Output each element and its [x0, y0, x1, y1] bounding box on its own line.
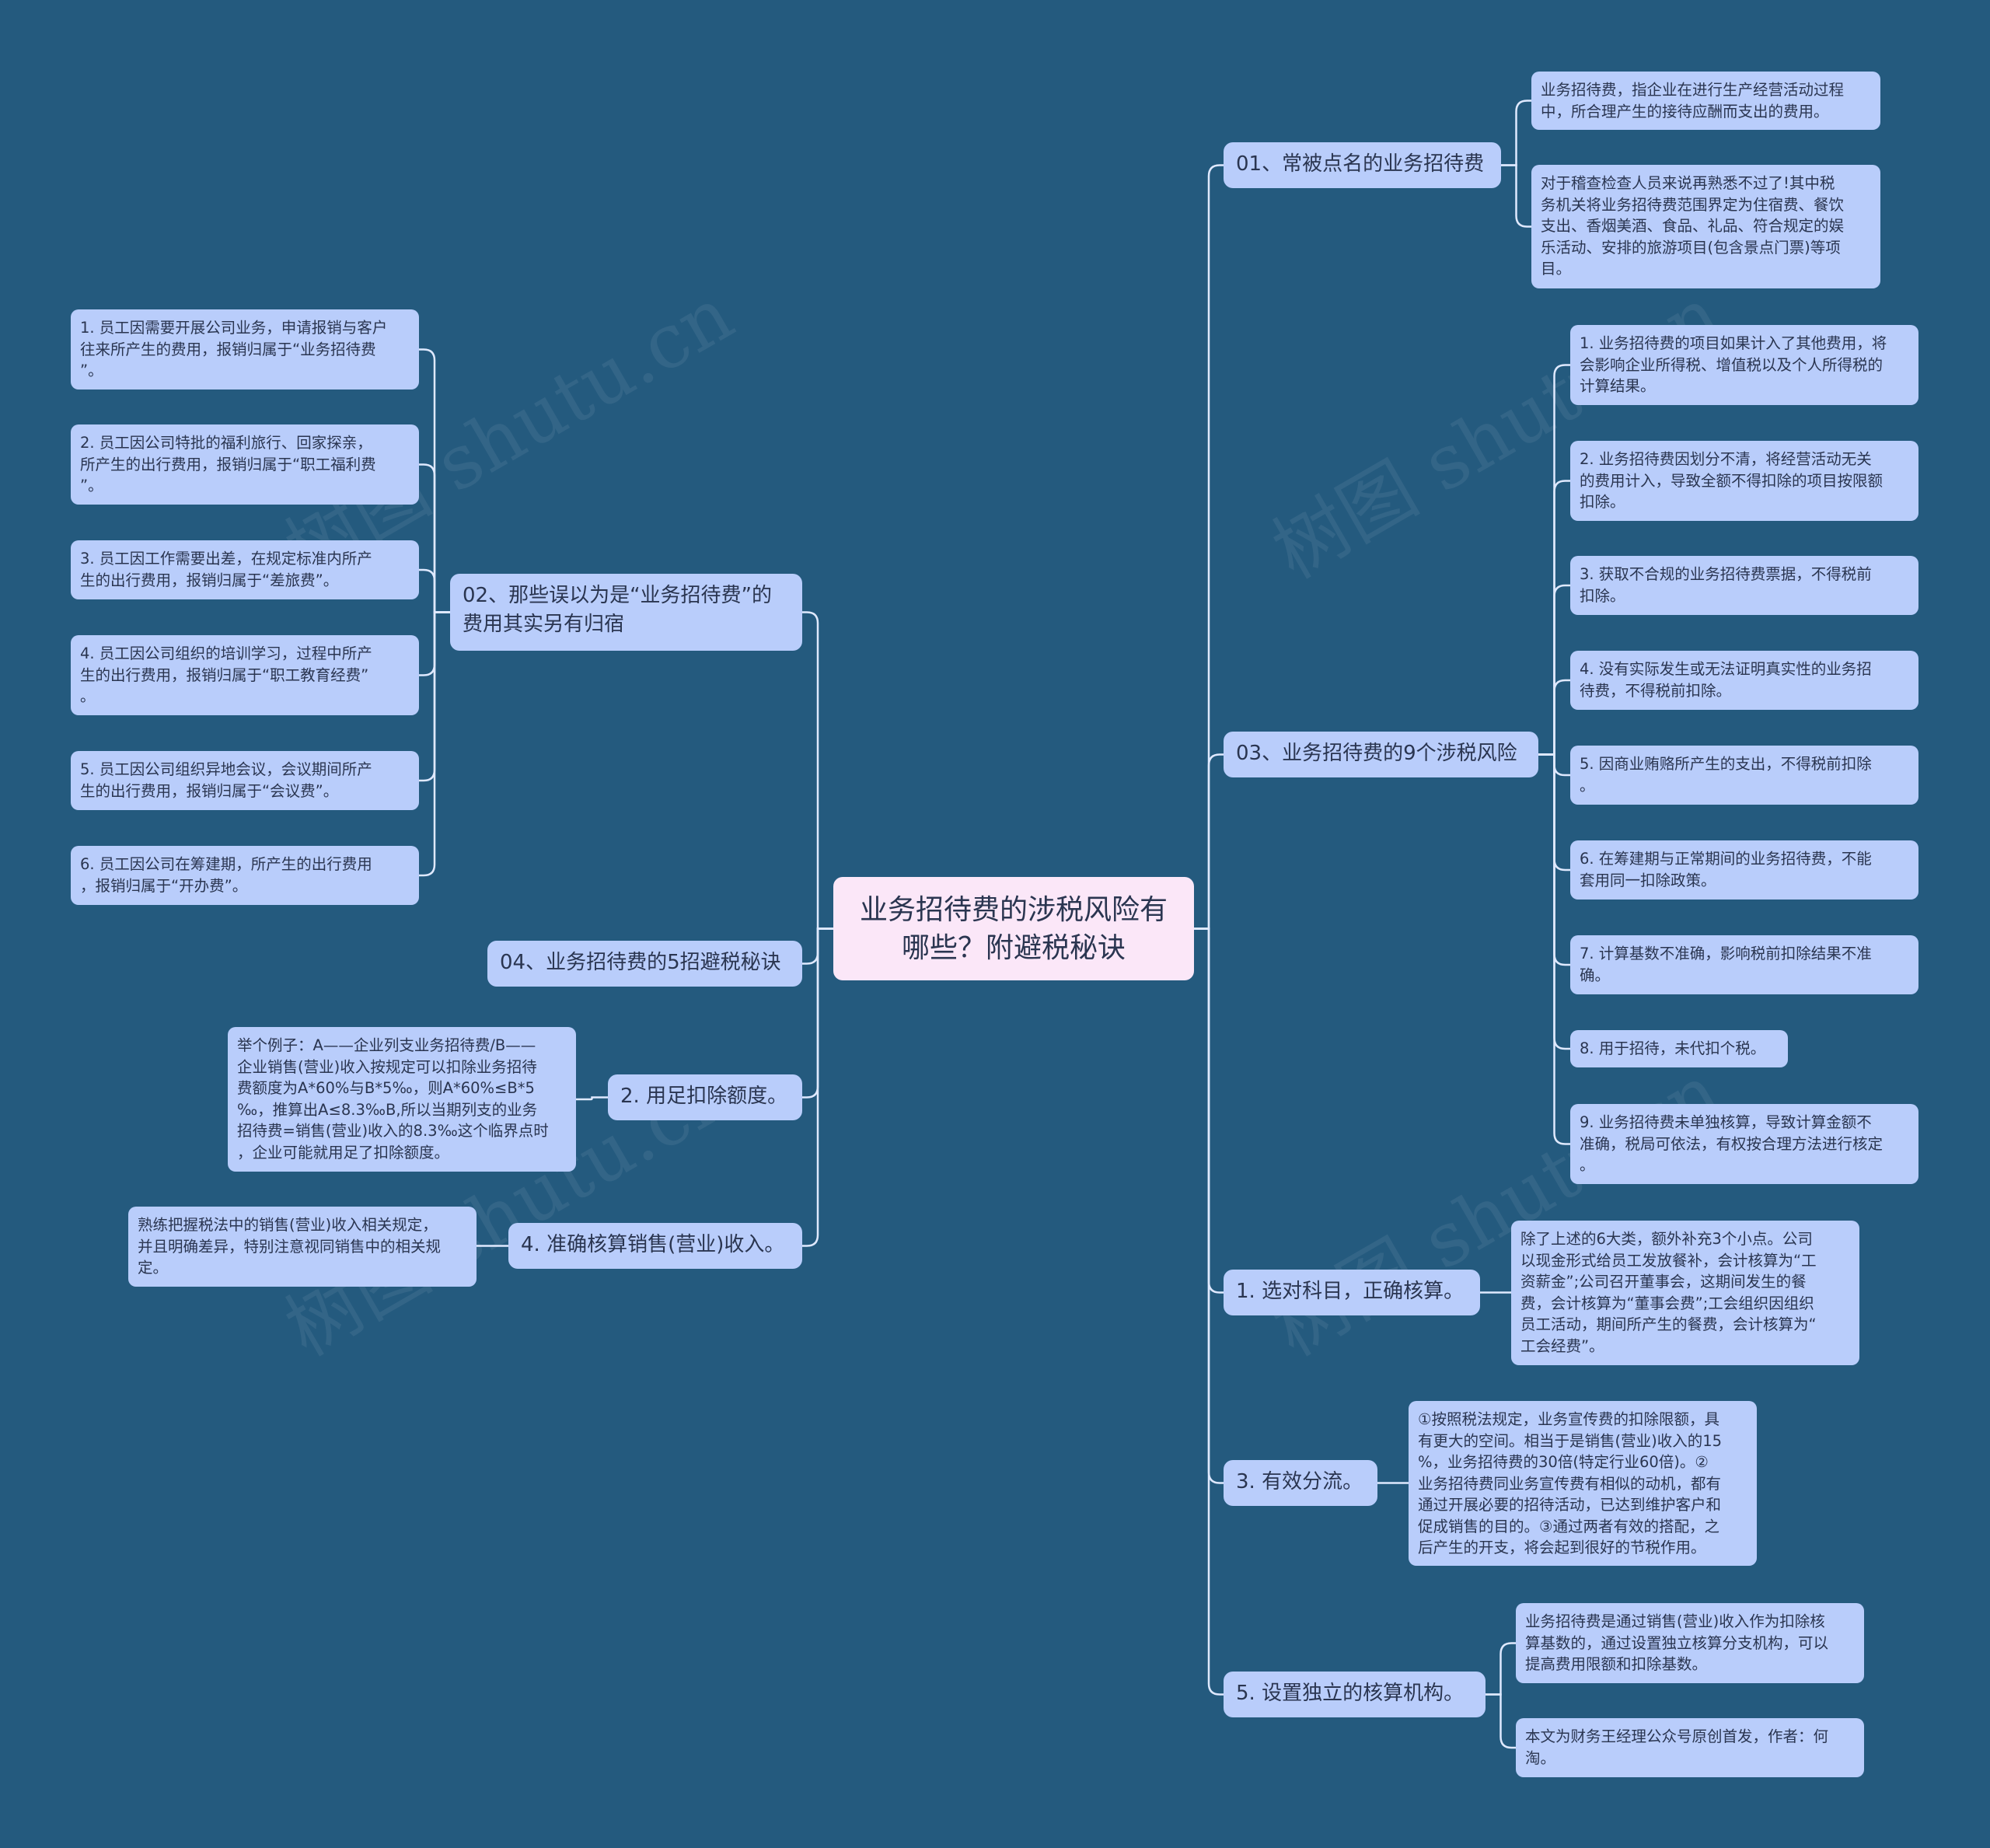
leaf-l2-1[interactable]: 举个例子：A——企业列支业务招待费/B—— 企业销售(营业)收入按规定可以扣除业…: [228, 1027, 576, 1172]
connector-b03-leaf: [1538, 679, 1570, 756]
leaf-r1-1[interactable]: 除了上述的6大类，额外补充3个小点。公司 以现金形式给员工发放餐补，会计核算为“…: [1511, 1221, 1859, 1365]
connector-b03-leaf: [1538, 753, 1570, 1145]
connector-b02-leaf: [419, 348, 450, 613]
connector-root-b4: [802, 927, 833, 1247]
connector-b03-leaf: [1538, 584, 1570, 756]
branch-02[interactable]: 02、那些误以为是“业务招待费”的 费用其实另有归宿: [450, 574, 802, 651]
branch-l4[interactable]: 4. 准确核算销售(营业)收入。: [508, 1223, 802, 1269]
leaf-03-5[interactable]: 5. 因商业贿赂所产生的支出，不得税前扣除 。: [1570, 746, 1918, 805]
branch-01[interactable]: 01、常被点名的业务招待费: [1224, 142, 1501, 188]
leaf-02-3[interactable]: 3. 员工因工作需要出差，在规定标准内所产 生的出行费用，报销归属于“差旅费”。: [71, 540, 419, 599]
branch-04[interactable]: 04、业务招待费的5招避税秘诀: [487, 941, 802, 987]
connector-b01-leaf: [1501, 164, 1531, 228]
connector-root-b01: [1194, 164, 1224, 930]
connector-b02-leaf: [419, 568, 450, 613]
connector-b03-leaf: [1538, 480, 1570, 756]
connector-root-b02: [802, 611, 833, 930]
connector-b2-leaf: [576, 1096, 608, 1101]
leaf-r3-1[interactable]: ①按照税法规定，业务宣传费的扣除限额，具 有更大的空间。相当于是销售(营业)收入…: [1409, 1401, 1757, 1566]
leaf-03-6[interactable]: 6. 在筹建期与正常期间的业务招待费，不能 套用同一扣除政策。: [1570, 840, 1918, 900]
leaf-03-2[interactable]: 2. 业务招待费因划分不清，将经营活动无关 的费用计入，导致全额不得扣除的项目按…: [1570, 441, 1918, 521]
connector-b03-leaf: [1538, 364, 1570, 756]
connector-b02-leaf: [419, 463, 450, 613]
leaf-02-4[interactable]: 4. 员工因公司组织的培训学习，过程中所产 生的出行费用，报销归属于“职工教育经…: [71, 635, 419, 715]
connector-b01-leaf: [1501, 100, 1531, 166]
leaf-l4-1[interactable]: 熟练把握税法中的销售(营业)收入相关规定， 并且明确差异，特别注意视同销售中的相…: [128, 1207, 477, 1287]
branch-r1[interactable]: 1. 选对科目，正确核算。: [1224, 1270, 1480, 1315]
branch-r3[interactable]: 3. 有效分流。: [1224, 1460, 1377, 1506]
leaf-r5-1[interactable]: 业务招待费是通过销售(营业)收入作为扣除核 算基数的，通过设置独立核算分支机构，…: [1516, 1603, 1864, 1683]
leaf-03-7[interactable]: 7. 计算基数不准确，影响税前扣除结果不准 确。: [1570, 935, 1918, 994]
branch-r5[interactable]: 5. 设置独立的核算机构。: [1224, 1672, 1486, 1717]
leaf-02-5[interactable]: 5. 员工因公司组织异地会议，会议期间所产 生的出行费用，报销归属于“会议费”。: [71, 751, 419, 810]
leaf-01-1[interactable]: 业务招待费，指企业在进行生产经营活动过程 中，所合理产生的接待应酬而支出的费用。: [1531, 72, 1880, 130]
branch-l2[interactable]: 2. 用足扣除额度。: [608, 1074, 802, 1120]
leaf-02-6[interactable]: 6. 员工因公司在筹建期，所产生的出行费用 ，报销归属于“开办费”。: [71, 846, 419, 905]
connector-b5-leaf: [1486, 1642, 1516, 1696]
connector-b5-leaf: [1486, 1693, 1516, 1749]
leaf-02-1[interactable]: 1. 员工因需要开展公司业务，申请报销与客户 往来所产生的费用，报销归属于“业务…: [71, 309, 419, 390]
branch-03[interactable]: 03、业务招待费的9个涉税风险: [1224, 732, 1538, 777]
leaf-03-8[interactable]: 8. 用于招待，未代扣个税。: [1570, 1030, 1788, 1067]
leaf-r5-2[interactable]: 本文为财务王经理公众号原创首发，作者：何 淘。: [1516, 1718, 1864, 1777]
connector-root-b03: [1194, 753, 1224, 930]
connector-root-b5: [1194, 927, 1224, 1696]
leaf-02-2[interactable]: 2. 员工因公司特批的福利旅行、回家探亲， 所产生的出行费用，报销归属于“职工福…: [71, 424, 419, 505]
connector-b02-leaf: [419, 611, 450, 877]
leaf-03-4[interactable]: 4. 没有实际发生或无法证明真实性的业务招 待费，不得税前扣除。: [1570, 651, 1918, 710]
leaf-01-2[interactable]: 对于稽查检查人员来说再熟悉不过了!其中税 务机关将业务招待费范围界定为住宿费、餐…: [1531, 165, 1880, 288]
leaf-03-3[interactable]: 3. 获取不合规的业务招待费票据，不得税前 扣除。: [1570, 556, 1918, 615]
leaf-03-9[interactable]: 9. 业务招待费未单独核算，导致计算金额不 准确，税局可依法，有权按合理方法进行…: [1570, 1104, 1918, 1184]
leaf-03-1[interactable]: 1. 业务招待费的项目如果计入了其他费用，将 会影响企业所得税、增值税以及个人所…: [1570, 325, 1918, 405]
root-topic[interactable]: 业务招待费的涉税风险有 哪些？附避税秘诀: [833, 877, 1194, 980]
